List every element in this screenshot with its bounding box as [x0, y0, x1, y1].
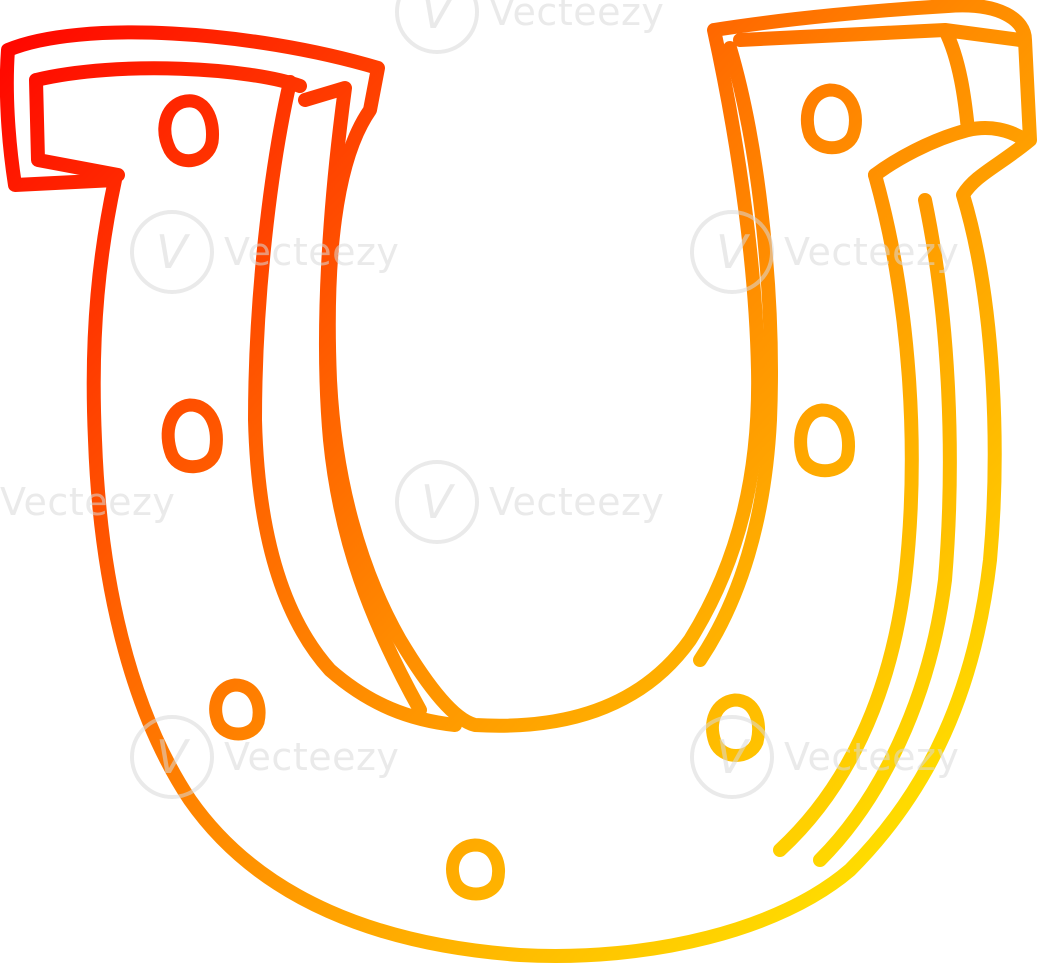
horseshoe-left-bevel: [298, 81, 427, 717]
nail-hole-left-bottom: [209, 678, 266, 741]
horseshoe-right-cap: [733, 23, 1032, 182]
nail-hole-left-top: [158, 94, 220, 168]
nail-hole-right-middle: [794, 403, 856, 478]
nail-hole-right-top: [800, 83, 862, 155]
horseshoe-outer-outline: [0, 0, 1037, 963]
horseshoe-right-inner-edge: [693, 41, 778, 667]
horseshoe-left-inner-edge: [248, 75, 462, 732]
nail-hole-right-bottom: [706, 693, 765, 762]
horseshoe-right-band: [773, 168, 919, 857]
horseshoe-left-cap: [29, 61, 307, 182]
nail-hole-left-middle: [161, 398, 223, 474]
nail-hole-bottom-center: [446, 838, 505, 901]
horseshoe-right-band-inner: [813, 193, 957, 867]
